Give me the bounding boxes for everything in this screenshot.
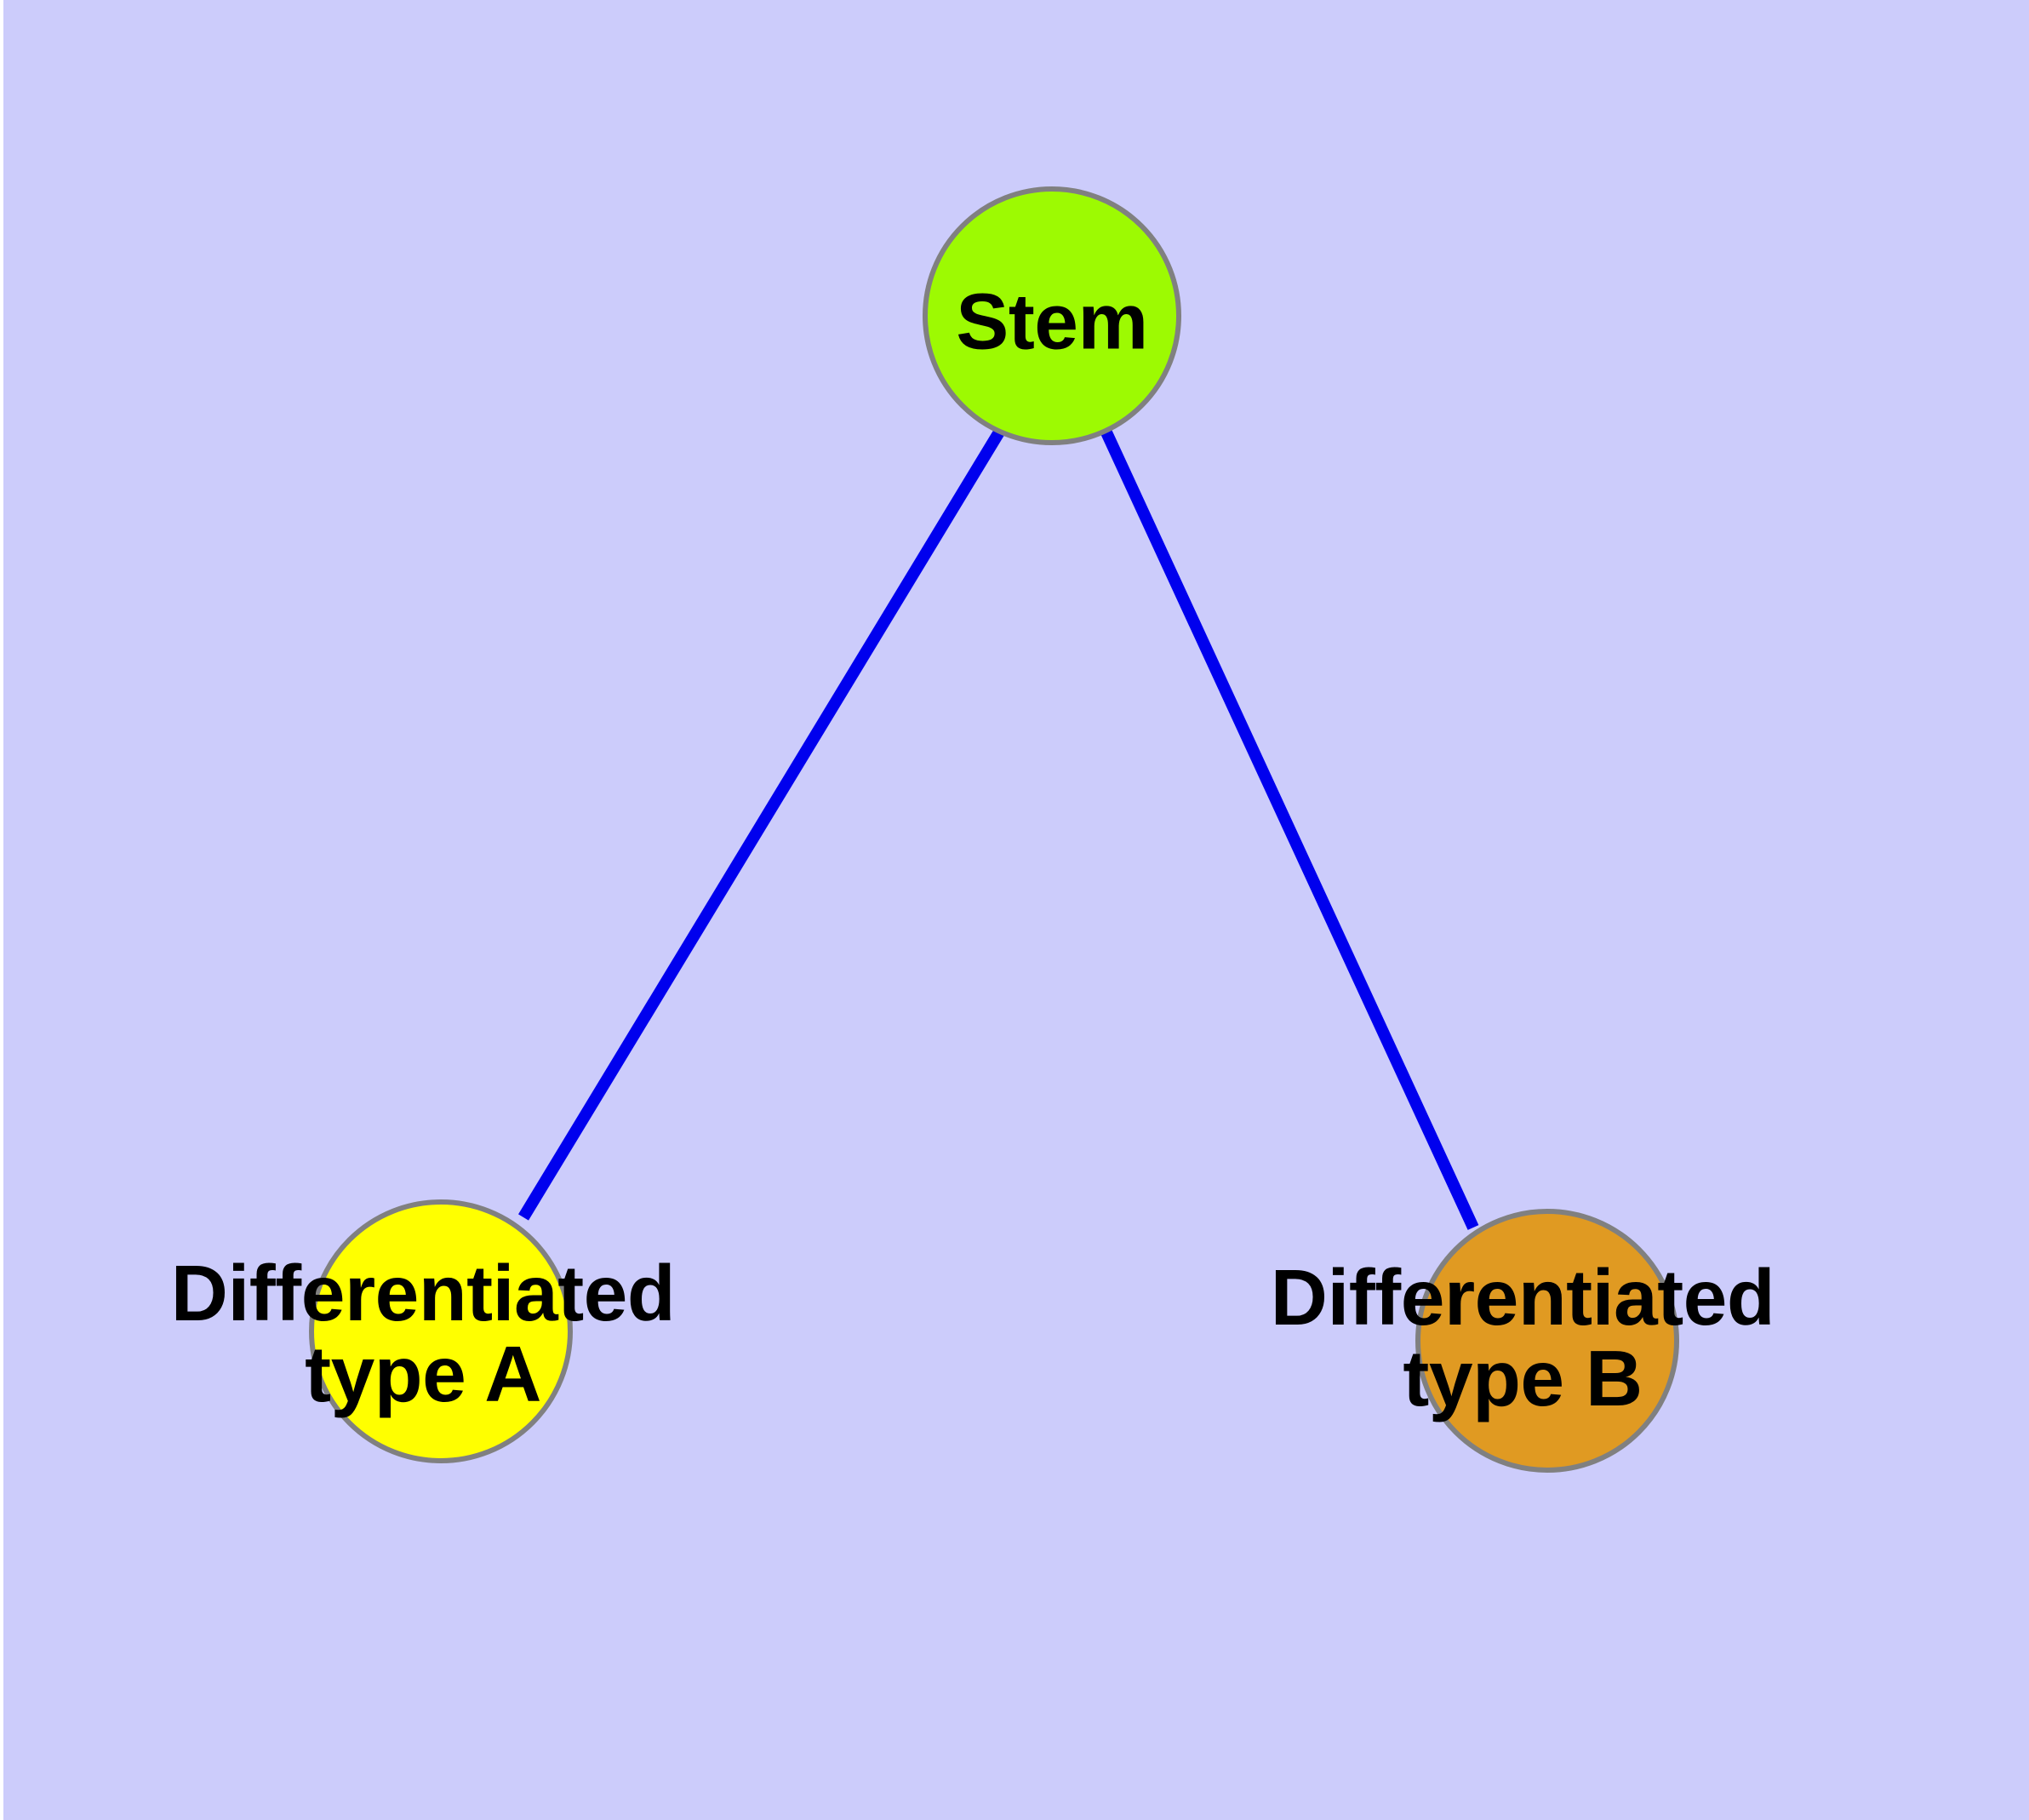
edges-layer: [518, 427, 1479, 1230]
graph-node-stem[interactable]: [923, 186, 1181, 445]
graph-node-diff-a[interactable]: [309, 1199, 573, 1463]
graph-node-diff-b[interactable]: [1415, 1209, 1679, 1473]
nodes-layer: [309, 186, 1679, 1473]
graph-edge-stem-to-diff-a[interactable]: [518, 427, 1005, 1221]
graph-edge-stem-to-diff-b[interactable]: [1100, 430, 1479, 1230]
